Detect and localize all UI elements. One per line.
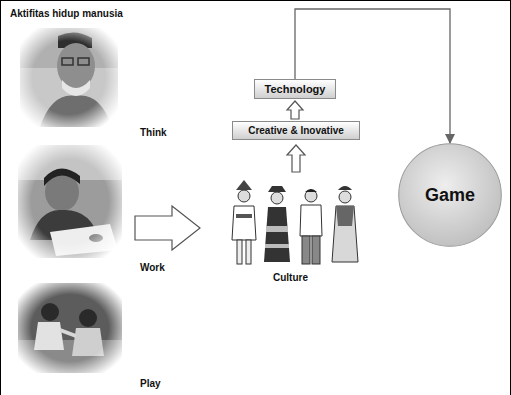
- up-arrow: [287, 145, 305, 172]
- group-label: Culture: [273, 272, 308, 283]
- diagram-title: Aktifitas hidup manusia: [10, 8, 123, 19]
- photo-caption: Work: [140, 262, 165, 273]
- node-label: Technology: [265, 83, 326, 95]
- node-label: Game: [425, 185, 475, 206]
- process-box: Creative & Inovative: [232, 121, 360, 140]
- game-circle: Game: [398, 143, 502, 247]
- node-label: Creative & Inovative: [248, 125, 344, 136]
- work-photo: [18, 145, 122, 258]
- photo-caption: Play: [140, 378, 161, 389]
- flow-arrow: [135, 206, 200, 250]
- connector-arrow: [287, 101, 303, 119]
- think-photo: [20, 28, 118, 127]
- technology-box: Technology: [254, 79, 336, 99]
- play-photo: [18, 283, 122, 373]
- photo-caption: Think: [140, 127, 167, 138]
- culture-figures: [232, 180, 358, 264]
